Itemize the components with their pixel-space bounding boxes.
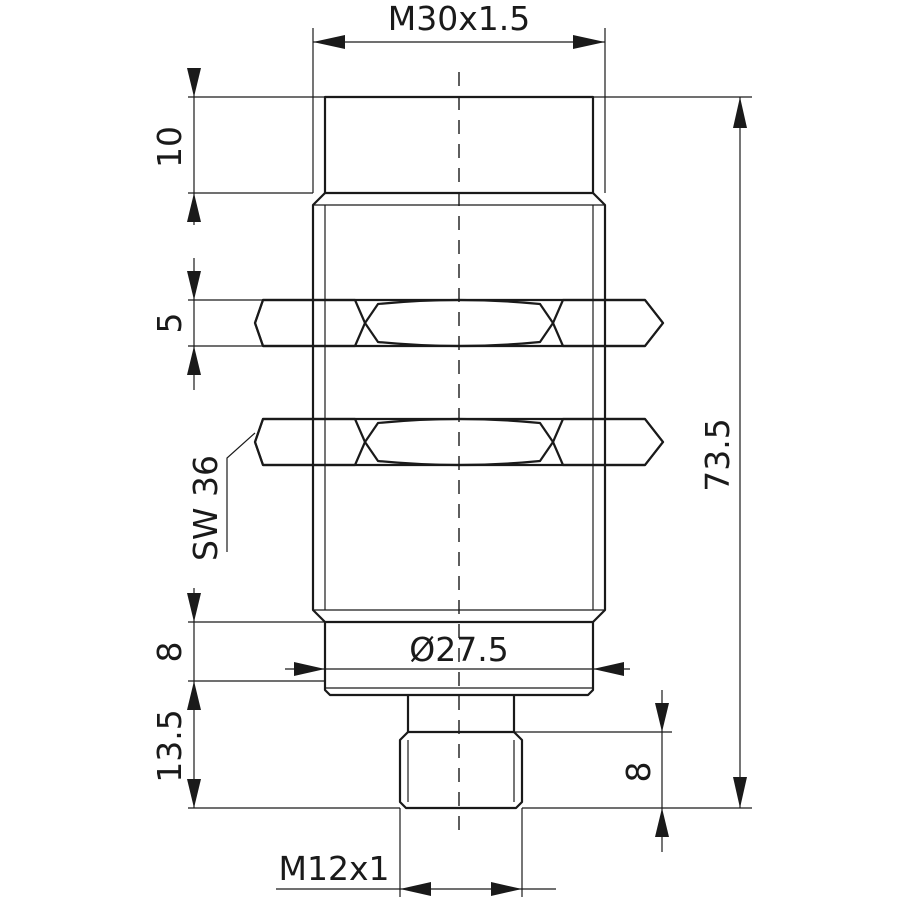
connector-thread-length-label: 8 — [619, 762, 658, 783]
dimension-lines — [187, 28, 752, 897]
connector-thread — [398, 731, 524, 810]
cap-length-label: 10 — [150, 126, 189, 168]
nut-thickness-label: 5 — [150, 313, 189, 334]
connector-neck — [406, 695, 516, 734]
total-length-label: 73.5 — [698, 418, 737, 491]
thread-main-label: M30x1.5 — [388, 0, 530, 38]
collar-diameter-label: Ø27.5 — [409, 630, 508, 669]
sensor-body — [311, 95, 607, 810]
sensing-cap — [323, 95, 595, 195]
collar-length-label: 8 — [150, 642, 189, 663]
collar — [323, 622, 595, 697]
hex-nut-upper — [253, 298, 665, 348]
connector-thread-label: M12x1 — [279, 849, 390, 888]
threaded-barrel — [311, 192, 607, 624]
connector-total-label: 13.5 — [150, 709, 189, 782]
wrench-size-label: SW 36 — [186, 455, 225, 561]
hex-nut-lower — [253, 417, 665, 467]
